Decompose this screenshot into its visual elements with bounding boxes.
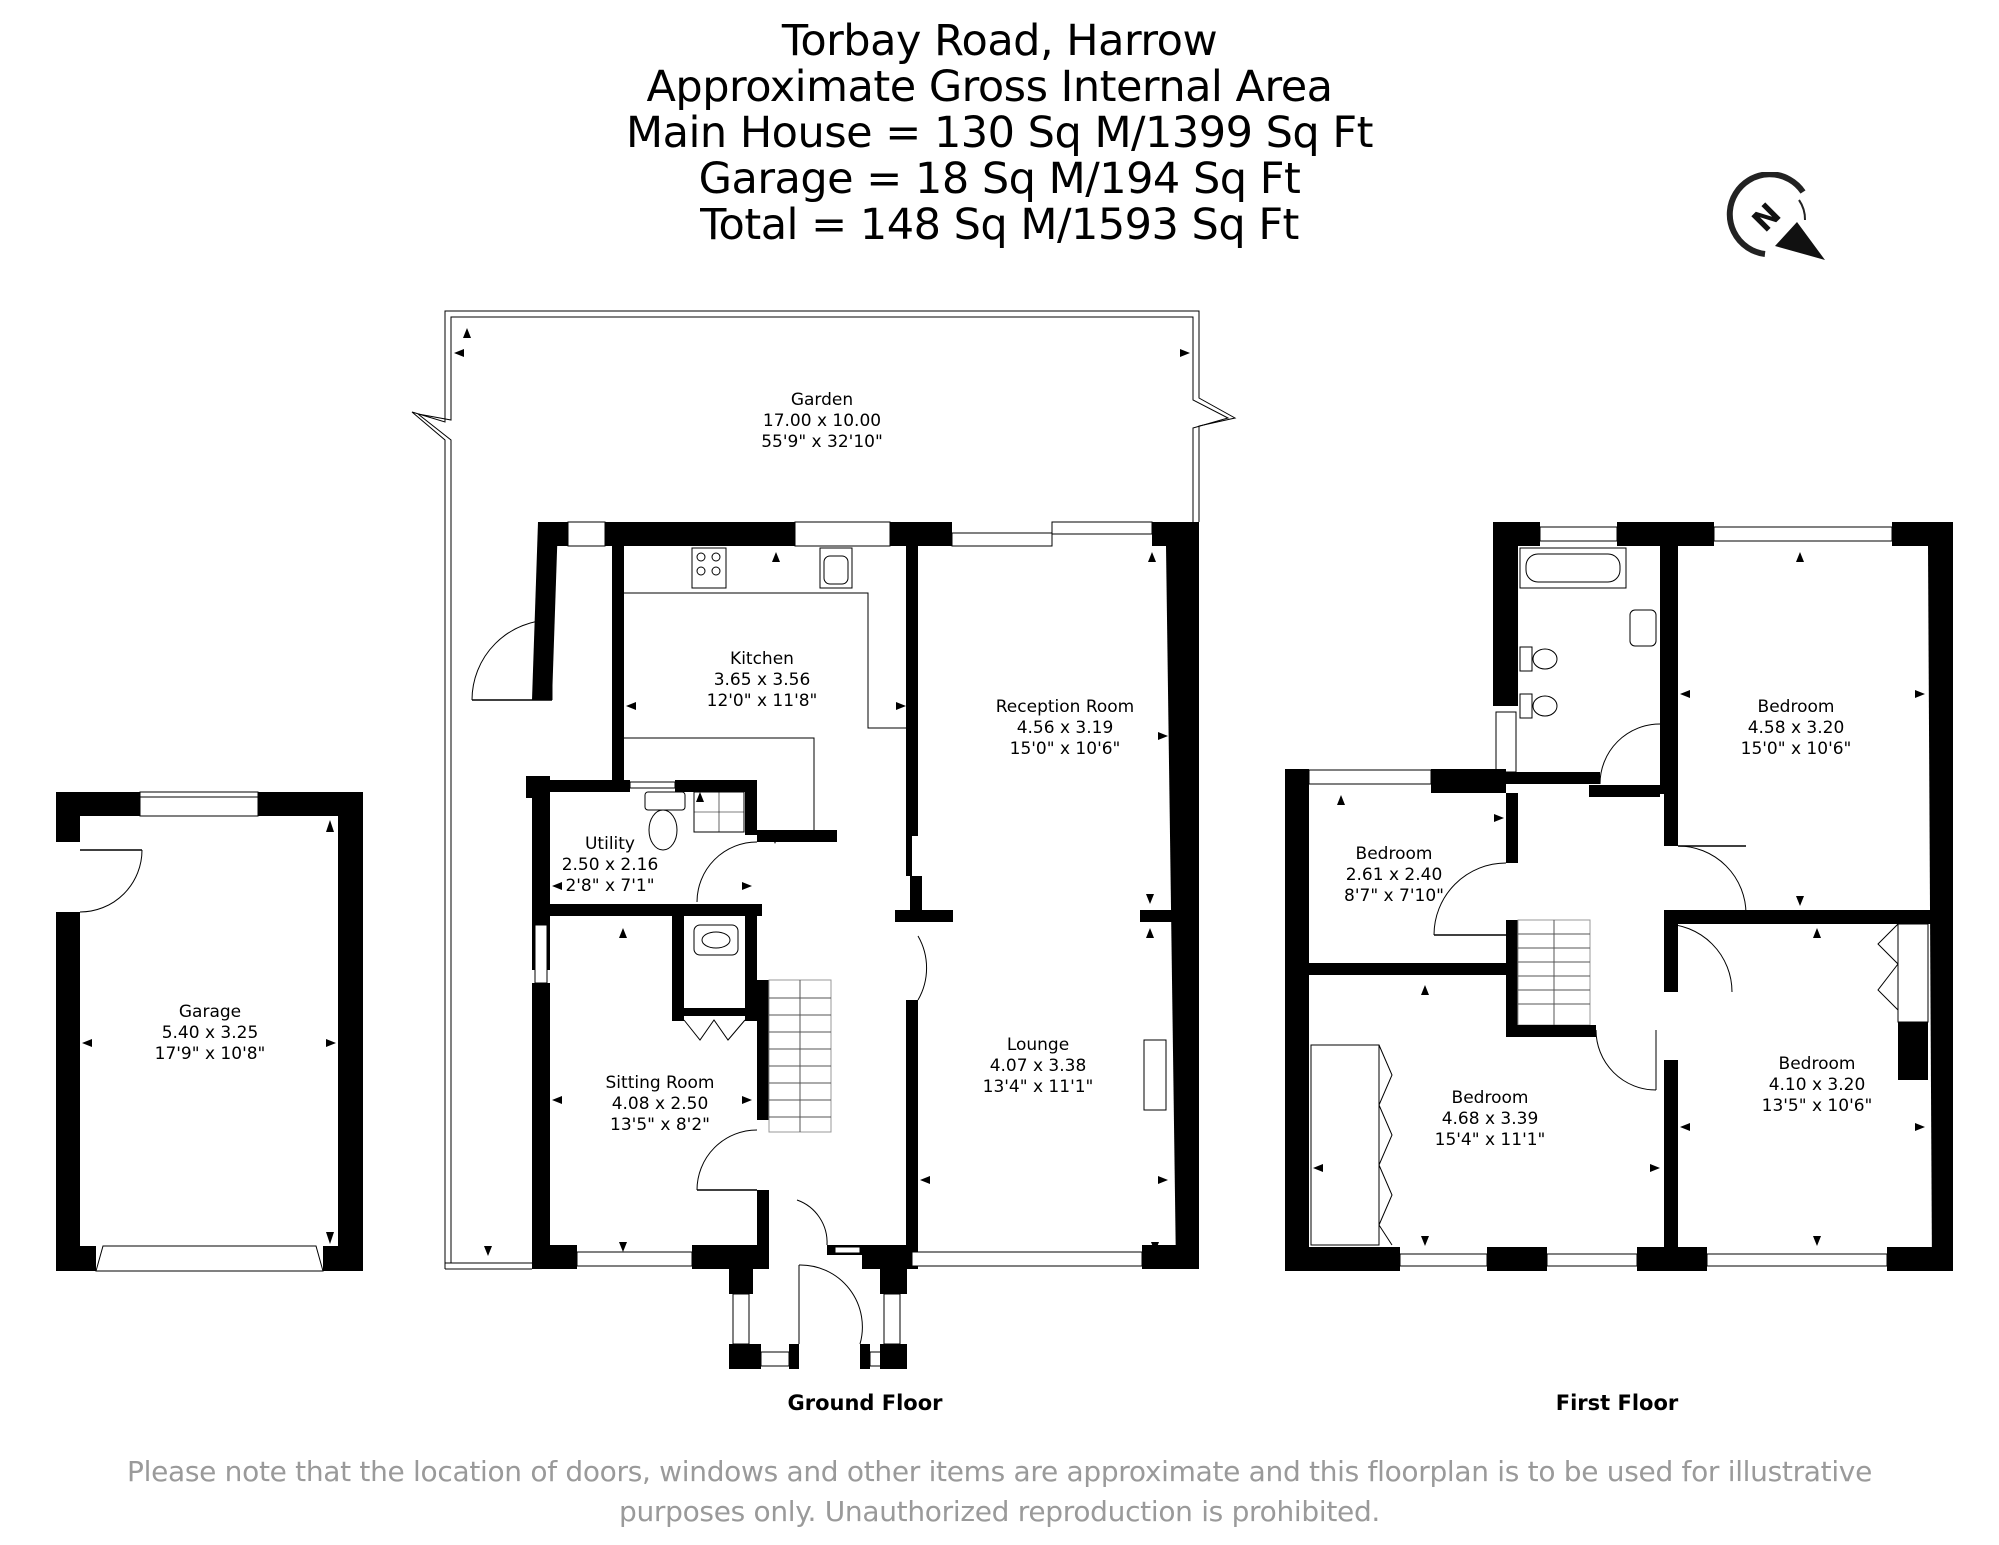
- garage-building: Garage 5.40 x 3.25 17'9" x 10'8": [56, 791, 363, 1272]
- utility-name: Utility: [585, 834, 635, 854]
- ne-bedroom-name: Bedroom: [1758, 697, 1835, 717]
- garage-room-name: Garage: [179, 1002, 241, 1022]
- sitting-room-imperial: 13'5" x 8'2": [610, 1115, 710, 1135]
- disclaimer-line-1: Please note that the location of doors, …: [127, 1455, 1872, 1488]
- utility-metric: 2.50 x 2.16: [562, 855, 659, 875]
- area-subtitle: Approximate Gross Internal Area: [646, 62, 1333, 112]
- se-bedroom-metric: 4.10 x 3.20: [1769, 1075, 1866, 1095]
- north-compass-icon: N: [1726, 172, 1825, 260]
- garden-imperial: 55'9" x 32'10": [761, 432, 883, 452]
- first-floor-plan: Bedroom 2.61 x 2.40 8'7" x 7'10" Bedroom…: [1285, 522, 1953, 1415]
- small-bedroom-imperial: 8'7" x 7'10": [1344, 886, 1444, 906]
- sitting-room-name: Sitting Room: [606, 1073, 715, 1093]
- small-bedroom-name: Bedroom: [1356, 844, 1433, 864]
- reception-name: Reception Room: [996, 697, 1134, 717]
- plan-header: Torbay Road, Harrow Approximate Gross In…: [0, 18, 1999, 248]
- kitchen-name: Kitchen: [730, 649, 794, 669]
- sw-bedroom-imperial: 15'4" x 11'1": [1435, 1130, 1546, 1150]
- garage-room-metric: 5.40 x 3.25: [162, 1023, 259, 1043]
- utility-imperial: 2'8" x 7'1": [565, 876, 654, 896]
- se-bedroom-name: Bedroom: [1779, 1054, 1856, 1074]
- first-floor-label: First Floor: [1556, 1391, 1679, 1415]
- kitchen-metric: 3.65 x 3.56: [714, 670, 811, 690]
- main-house-area: Main House = 130 Sq M/1399 Sq Ft: [626, 108, 1373, 158]
- property-title: Torbay Road, Harrow: [781, 16, 1218, 66]
- sw-bedroom-metric: 4.68 x 3.39: [1442, 1109, 1539, 1129]
- lounge-name: Lounge: [1007, 1035, 1069, 1055]
- sitting-room-metric: 4.08 x 2.50: [612, 1094, 709, 1114]
- total-area: Total = 148 Sq M/1593 Sq Ft: [700, 200, 1299, 250]
- disclaimer: Please note that the location of doors, …: [0, 1452, 1999, 1532]
- lounge-metric: 4.07 x 3.38: [990, 1056, 1087, 1076]
- garden-metric: 17.00 x 10.00: [763, 411, 881, 431]
- disclaimer-line-2: purposes only. Unauthorized reproduction…: [618, 1495, 1381, 1528]
- kitchen-imperial: 12'0" x 11'8": [707, 691, 818, 711]
- ground-floor-label: Ground Floor: [787, 1391, 943, 1415]
- ne-bedroom-metric: 4.58 x 3.20: [1748, 718, 1845, 738]
- small-bedroom-metric: 2.61 x 2.40: [1346, 865, 1443, 885]
- garage-room-imperial: 17'9" x 10'8": [155, 1044, 266, 1064]
- ground-floor-plan: Garden 17.00 x 10.00 55'9" x 32'10": [411, 310, 1237, 1415]
- se-bedroom-imperial: 13'5" x 10'6": [1762, 1096, 1873, 1116]
- lounge-imperial: 13'4" x 11'1": [983, 1077, 1094, 1097]
- reception-imperial: 15'0" x 10'6": [1010, 739, 1121, 759]
- garage-area: Garage = 18 Sq M/194 Sq Ft: [698, 154, 1301, 204]
- ne-bedroom-imperial: 15'0" x 10'6": [1741, 739, 1852, 759]
- reception-metric: 4.56 x 3.19: [1017, 718, 1114, 738]
- sw-bedroom-name: Bedroom: [1452, 1088, 1529, 1108]
- garden-name: Garden: [791, 390, 853, 410]
